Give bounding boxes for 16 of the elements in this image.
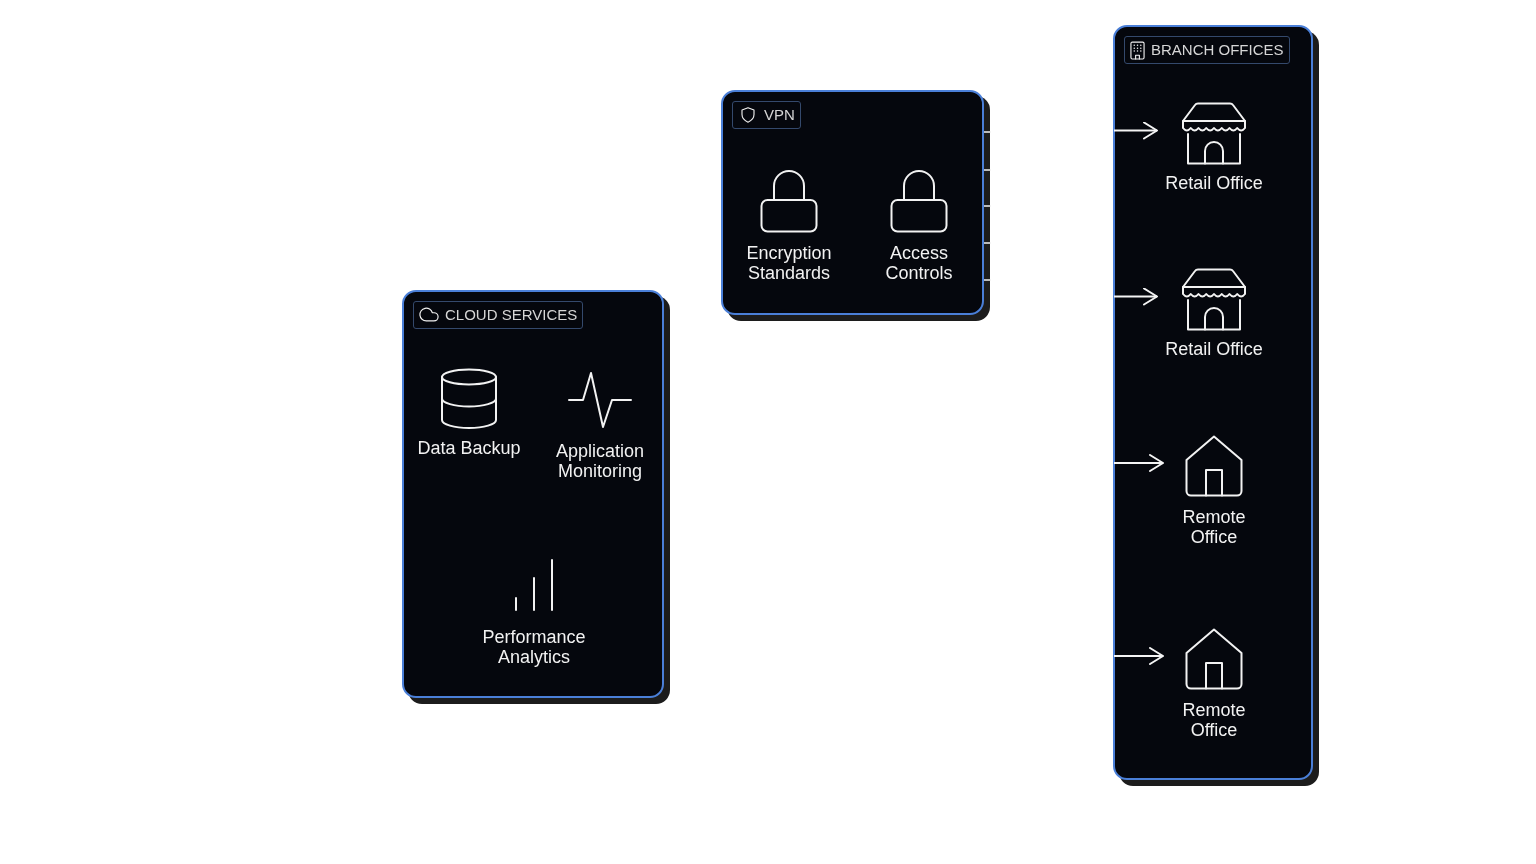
node-label: Encryption Standards: [745, 243, 833, 283]
node-label: Access Controls: [884, 243, 954, 283]
node-label: Performance Analytics: [481, 627, 587, 667]
node-label: Remote Office: [1181, 700, 1247, 740]
node-label: Application Monitoring: [554, 441, 646, 481]
group-title: VPN: [764, 105, 795, 125]
group-title: BRANCH OFFICES: [1151, 40, 1284, 60]
node-label: Remote Office: [1181, 507, 1247, 547]
node-label: Retail Office: [1165, 173, 1263, 193]
node-label: Retail Office: [1165, 339, 1263, 359]
arrow: [1113, 454, 1164, 472]
arrow: [1113, 287, 1158, 306]
arrow: [1113, 121, 1158, 140]
arrow: [1113, 647, 1164, 665]
group-title: CLOUD SERVICES: [445, 305, 578, 325]
node-label: Data Backup: [417, 438, 521, 458]
